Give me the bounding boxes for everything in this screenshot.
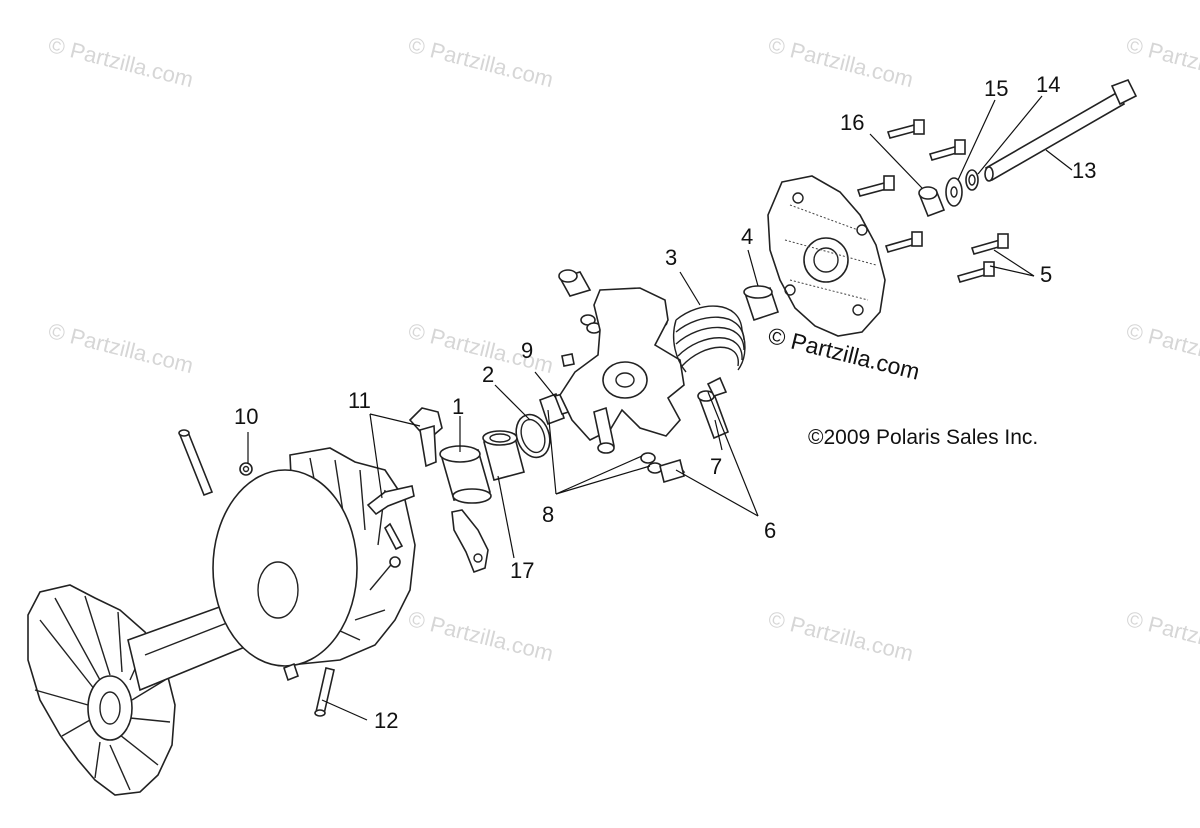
callout-16: 16 [840, 110, 865, 135]
callout-12: 12 [374, 708, 399, 733]
cover-plate [767, 175, 886, 337]
callout-8: 8 [542, 502, 555, 527]
callout-13: 13 [1072, 158, 1097, 183]
sheave [212, 447, 416, 667]
callout-5: 5 [1040, 262, 1053, 287]
weights-11 [366, 407, 489, 574]
copyright-notice: ©2009 Polaris Sales Inc. [808, 426, 1039, 449]
callout-17: 17 [510, 558, 535, 583]
callout-9: 9 [521, 338, 534, 363]
spider [558, 269, 686, 479]
ring-4 [743, 285, 780, 322]
fan-impeller [27, 584, 176, 796]
callout-15: 15 [984, 76, 1009, 101]
callout-4: 4 [741, 224, 754, 249]
callout-3: 3 [665, 245, 678, 270]
callout-11: 11 [348, 388, 371, 413]
long-bolt-13 [984, 78, 1138, 182]
spring-3 [672, 305, 746, 373]
callout-2: 2 [482, 362, 495, 387]
bolts-5 [856, 119, 1009, 283]
callout-6: 6 [764, 518, 777, 543]
pin-10 [178, 429, 253, 497]
callout-1: 1 [452, 394, 465, 419]
bolt-12 [283, 522, 404, 717]
bushing-17 [482, 430, 525, 481]
callout-14: 14 [1036, 72, 1061, 97]
callout-10: 10 [234, 404, 259, 429]
leader-lines [247, 95, 1073, 721]
spacers-14-15-16 [918, 169, 979, 218]
ring-1 [439, 445, 492, 504]
buttons-6-7 [659, 376, 730, 484]
callout-7: 7 [710, 454, 723, 479]
